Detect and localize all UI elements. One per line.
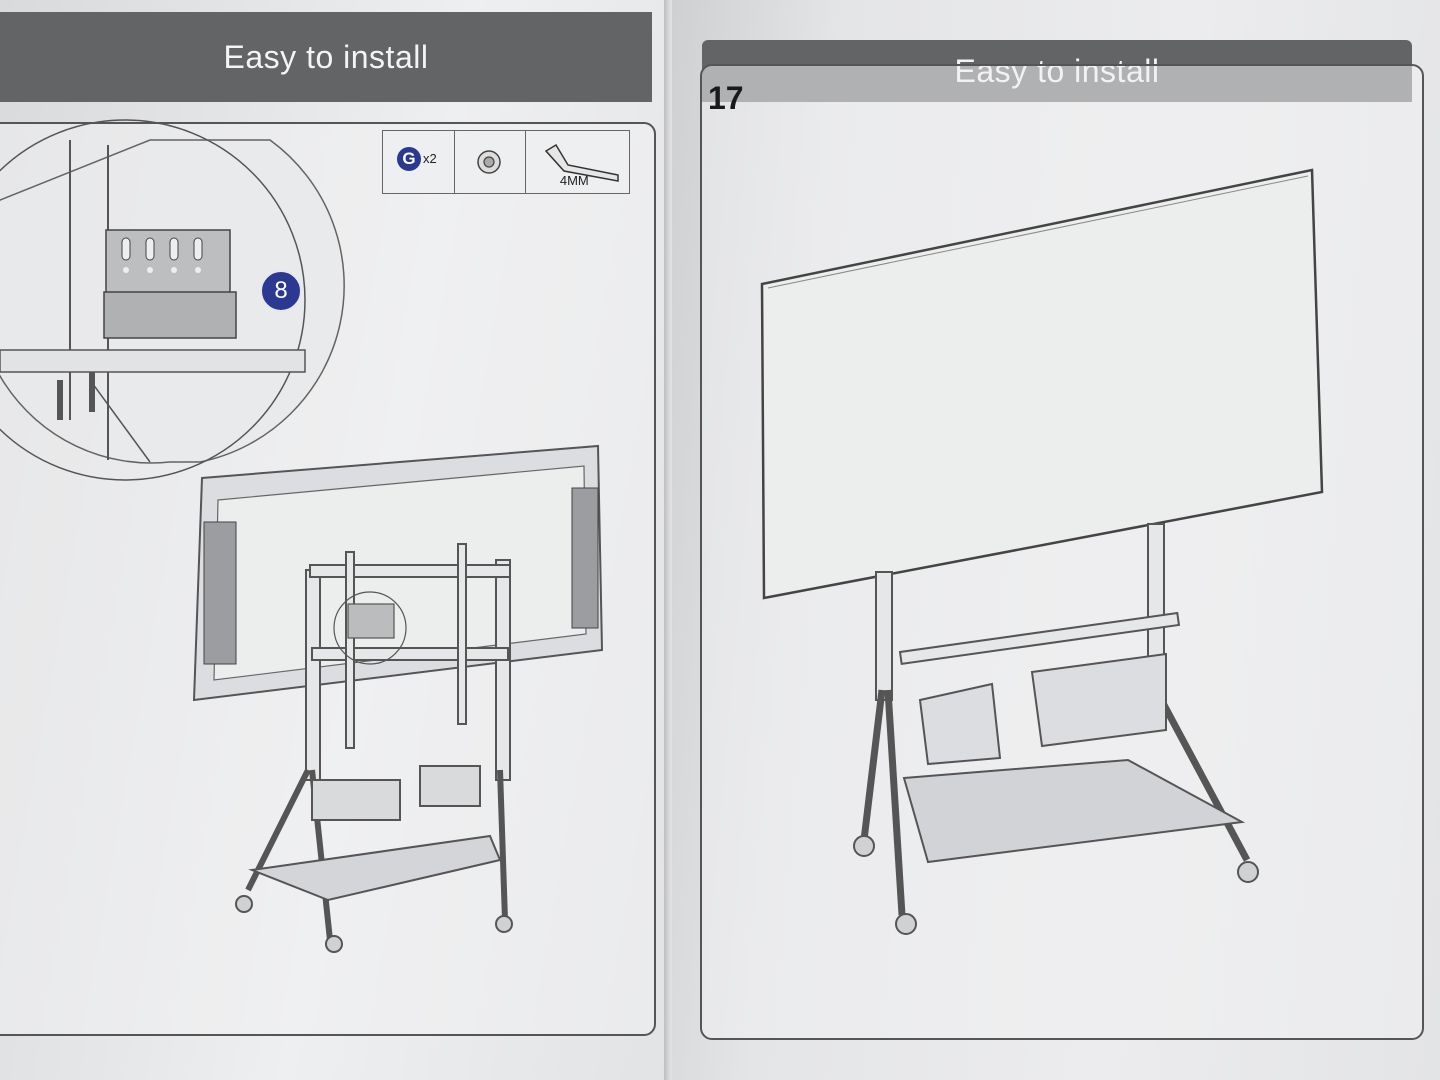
tools-box: G x2 4MM xyxy=(382,130,630,194)
left-page: Easy to install G x2 4MM xyxy=(0,0,672,1080)
detail-magnifier xyxy=(0,119,345,481)
left-header-title: Easy to install xyxy=(223,38,429,75)
left-page-header: Easy to install xyxy=(0,12,652,102)
step-number: 17 xyxy=(708,80,744,116)
left-illustration xyxy=(0,119,604,953)
hardware-quantity: x2 xyxy=(423,151,437,166)
wrench-size-label: 4MM xyxy=(559,173,589,188)
wrench-cell: 4MM xyxy=(526,131,629,193)
allen-key-icon xyxy=(544,143,619,182)
washer-icon xyxy=(477,150,502,174)
right-illustration xyxy=(760,168,1324,935)
washer-cell xyxy=(455,131,526,193)
stand-frame xyxy=(235,543,513,953)
callout-badge: 8 xyxy=(260,270,302,312)
right-page: Easy to install 17 xyxy=(672,0,1440,1080)
stand-frame-front xyxy=(853,523,1259,935)
tv-front-panel xyxy=(760,168,1324,600)
hardware-badge: G xyxy=(397,147,421,171)
hardware-cell: G x2 xyxy=(383,131,456,193)
